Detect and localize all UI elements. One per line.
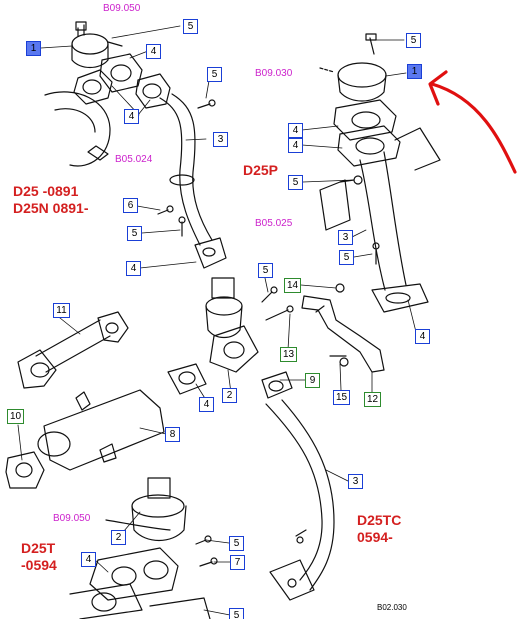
part-callout-4[interactable]: 4 bbox=[126, 261, 141, 276]
part-callout-5[interactable]: 5 bbox=[207, 67, 222, 82]
part-callout-6[interactable]: 6 bbox=[123, 198, 138, 213]
part-callout-5[interactable]: 5 bbox=[288, 175, 303, 190]
part-callout-2[interactable]: 2 bbox=[222, 388, 237, 403]
variant-label-d25t-line1: D25T bbox=[21, 540, 56, 556]
part-callout-5[interactable]: 5 bbox=[229, 608, 244, 619]
part-callout-4[interactable]: 4 bbox=[288, 138, 303, 153]
part-callout-3[interactable]: 3 bbox=[213, 132, 228, 147]
part-callout-3[interactable]: 3 bbox=[348, 474, 363, 489]
part-callout-13[interactable]: 13 bbox=[280, 347, 297, 362]
part-callout-14[interactable]: 14 bbox=[284, 278, 301, 293]
top-right-egr-assembly bbox=[319, 33, 441, 313]
part-callout-15[interactable]: 15 bbox=[333, 390, 350, 405]
red-pointer-arrow bbox=[428, 70, 517, 174]
variant-label-d25t-line2: -0594 bbox=[21, 557, 57, 573]
part-callout-12[interactable]: 12 bbox=[364, 392, 381, 407]
variant-label-d25tc-line2: 0594- bbox=[357, 529, 393, 545]
egr-cooler bbox=[5, 363, 207, 489]
diagram-code: B02.030 bbox=[377, 603, 407, 612]
ref-code-bottom-left: B09.050 bbox=[53, 513, 91, 524]
part-callout-5[interactable]: 5 bbox=[406, 33, 421, 48]
part-callout-5[interactable]: 5 bbox=[127, 226, 142, 241]
part-callout-4[interactable]: 4 bbox=[146, 44, 161, 59]
ref-code-top-left: B09.050 bbox=[103, 3, 141, 14]
variant-label-d25-line2: D25N 0891- bbox=[13, 200, 89, 216]
variant-label-d25p: D25P bbox=[243, 162, 279, 178]
part-callout-5[interactable]: 5 bbox=[229, 536, 244, 551]
part-callout-2[interactable]: 2 bbox=[111, 530, 126, 545]
part-callout-1[interactable]: 1 bbox=[26, 41, 41, 56]
part-callout-4[interactable]: 4 bbox=[81, 552, 96, 567]
top-left-egr-assembly bbox=[44, 21, 227, 269]
variant-label-d25-line1: D25 -0891 bbox=[13, 183, 79, 199]
pipe-11-assembly bbox=[17, 311, 129, 389]
ref-code-right-mid: B05.025 bbox=[255, 218, 293, 229]
bottom-egr-assembly bbox=[69, 477, 218, 619]
part-callout-5[interactable]: 5 bbox=[258, 263, 273, 278]
bracket-assembly bbox=[301, 283, 385, 373]
part-callout-7[interactable]: 7 bbox=[230, 555, 245, 570]
variant-label-d25: D25 -0891 D25N 0891- bbox=[13, 183, 89, 217]
variant-label-d25t: D25T -0594 bbox=[21, 540, 57, 574]
part-callout-5[interactable]: 5 bbox=[339, 250, 354, 265]
part-callout-11[interactable]: 11 bbox=[53, 303, 70, 318]
part-callout-9[interactable]: 9 bbox=[305, 373, 320, 388]
variant-label-d25tc: D25TC 0594- bbox=[357, 512, 401, 546]
part-callout-4[interactable]: 4 bbox=[124, 109, 139, 124]
part-callout-1-highlighted[interactable]: 1 bbox=[407, 64, 422, 79]
part-callout-3[interactable]: 3 bbox=[338, 230, 353, 245]
ref-code-left-mid: B05.024 bbox=[115, 154, 153, 165]
ref-code-top-right: B09.030 bbox=[255, 68, 293, 79]
part-callout-5[interactable]: 5 bbox=[183, 19, 198, 34]
part-callout-4[interactable]: 4 bbox=[288, 123, 303, 138]
middle-egr-assembly bbox=[205, 277, 335, 601]
part-callout-4[interactable]: 4 bbox=[415, 329, 430, 344]
variant-label-d25tc-line1: D25TC bbox=[357, 512, 402, 528]
part-callout-10[interactable]: 10 bbox=[7, 409, 24, 424]
part-callout-8[interactable]: 8 bbox=[165, 427, 180, 442]
part-callout-4[interactable]: 4 bbox=[199, 397, 214, 412]
